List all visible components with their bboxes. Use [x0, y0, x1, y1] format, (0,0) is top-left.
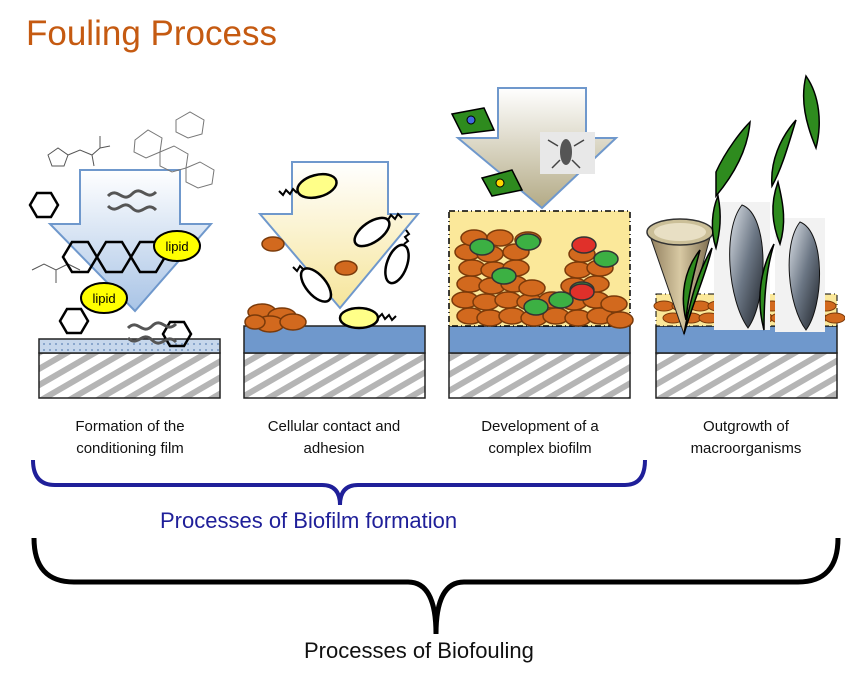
svg-text:lipid: lipid [92, 291, 115, 306]
biofouling-label: Processes of Biofouling [304, 638, 534, 663]
stage-label-macroorganisms: Outgrowth of macroorganisms [651, 416, 841, 460]
molecule-histidine [47, 136, 111, 167]
stage-label-line2: macroorganisms [690, 440, 802, 457]
biofilm-cell-colored [569, 283, 595, 301]
biofilm-cell-colored [491, 267, 517, 285]
stage-label-complex-biofilm: Development of a complex biofilm [445, 416, 635, 460]
biofilm-formation-label: Processes of Biofilm formation [160, 508, 458, 533]
page-title: Fouling Process [26, 14, 277, 53]
down-arrow-2 [257, 161, 421, 310]
orange-cells-cluster [244, 236, 358, 333]
brace-biofilm [31, 459, 647, 506]
biofilm-cell-colored [469, 238, 495, 256]
molecule-alanine [31, 263, 81, 283]
lipid-1: lipid [153, 230, 201, 262]
stage-label-cellular-adhesion: Cellular contact and adhesion [239, 416, 429, 460]
panel-macroorganisms [646, 74, 845, 336]
macro-biofilm-cell [824, 312, 845, 324]
diatom-2 [480, 169, 524, 197]
adhesion-fibers [278, 187, 411, 322]
macro-biofilm-cell [653, 300, 675, 312]
substrate-block-3 [448, 325, 631, 399]
lipid-2: lipid [80, 282, 128, 314]
substrate-block-4 [655, 325, 838, 399]
svg-text:lipid: lipid [165, 239, 188, 254]
stage-label-line2: conditioning film [76, 440, 184, 457]
dna-helix-1 [106, 189, 158, 213]
substrate-block-2 [243, 325, 426, 399]
adhering-cells [296, 172, 410, 330]
biofilm-cell-colored [593, 250, 619, 268]
biofilm-cell-pile [451, 229, 634, 329]
biofilm-cell [486, 229, 514, 247]
biofilm-cell [606, 311, 634, 329]
biofilm-cell-colored [548, 291, 574, 309]
stage-label-line2: adhesion [303, 440, 365, 457]
stage-label-line1: Formation of the [75, 418, 185, 435]
diatom-1 [450, 107, 496, 135]
stage-label-line1: Outgrowth of [703, 418, 789, 435]
biofilm-cell-colored [523, 298, 549, 316]
seaweed [682, 74, 820, 335]
stage-label-line2: complex biofilm [488, 440, 592, 457]
stage-label-line1: Development of a [481, 418, 599, 435]
panel-complex-biofilm [448, 87, 634, 329]
down-arrow-1 [47, 169, 214, 313]
brace-biofouling [31, 537, 841, 635]
stage-label-line1: Cellular contact and [267, 418, 401, 435]
dna-helix-2 [126, 321, 178, 345]
biofilm-cell [600, 295, 628, 313]
biofilm-cell-colored [515, 233, 541, 251]
biofilm-cell-colored [571, 236, 597, 254]
substrate-block-1 [38, 338, 221, 399]
panel-conditioning-film: lipid lipid [28, 111, 215, 348]
larva-image [540, 132, 595, 174]
stage-label-conditioning-film: Formation of the conditioning film [35, 416, 225, 460]
biofilm-cell [518, 279, 546, 297]
mussel-2 [775, 218, 825, 332]
molecule-sugar [133, 111, 215, 189]
panel-cellular-adhesion [244, 161, 421, 333]
